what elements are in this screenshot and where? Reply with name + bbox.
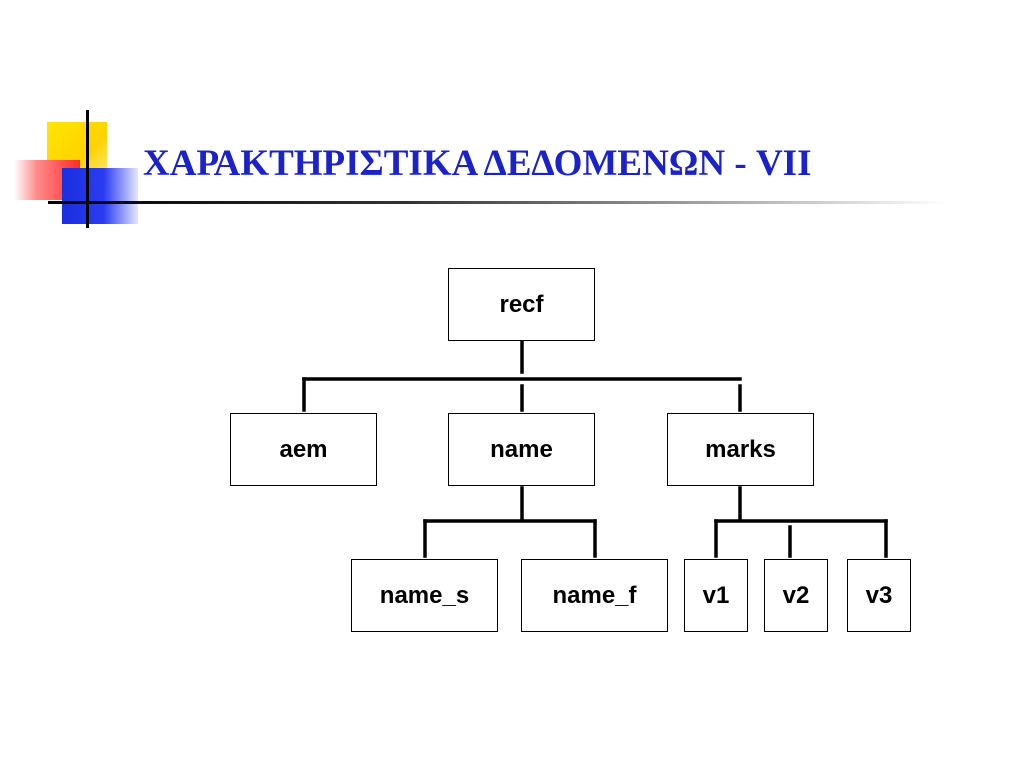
node-recf: recf [448,268,595,341]
node-name-s: name_s [351,559,498,632]
slide-title: ΧΑΡΑΚΤΗΡΙΣΤΙΚΑ ΔΕΔΟΜΕΝΩΝ - VII [143,143,812,184]
decor-vertical-line [86,110,89,228]
title-underline [48,201,948,204]
node-marks: marks [667,413,814,486]
node-name: name [448,413,595,486]
node-v2: v2 [764,559,828,632]
node-aem: aem [230,413,377,486]
decor-blue-square [62,168,138,224]
node-name-f: name_f [521,559,668,632]
node-v1: v1 [684,559,748,632]
node-v3: v3 [847,559,911,632]
